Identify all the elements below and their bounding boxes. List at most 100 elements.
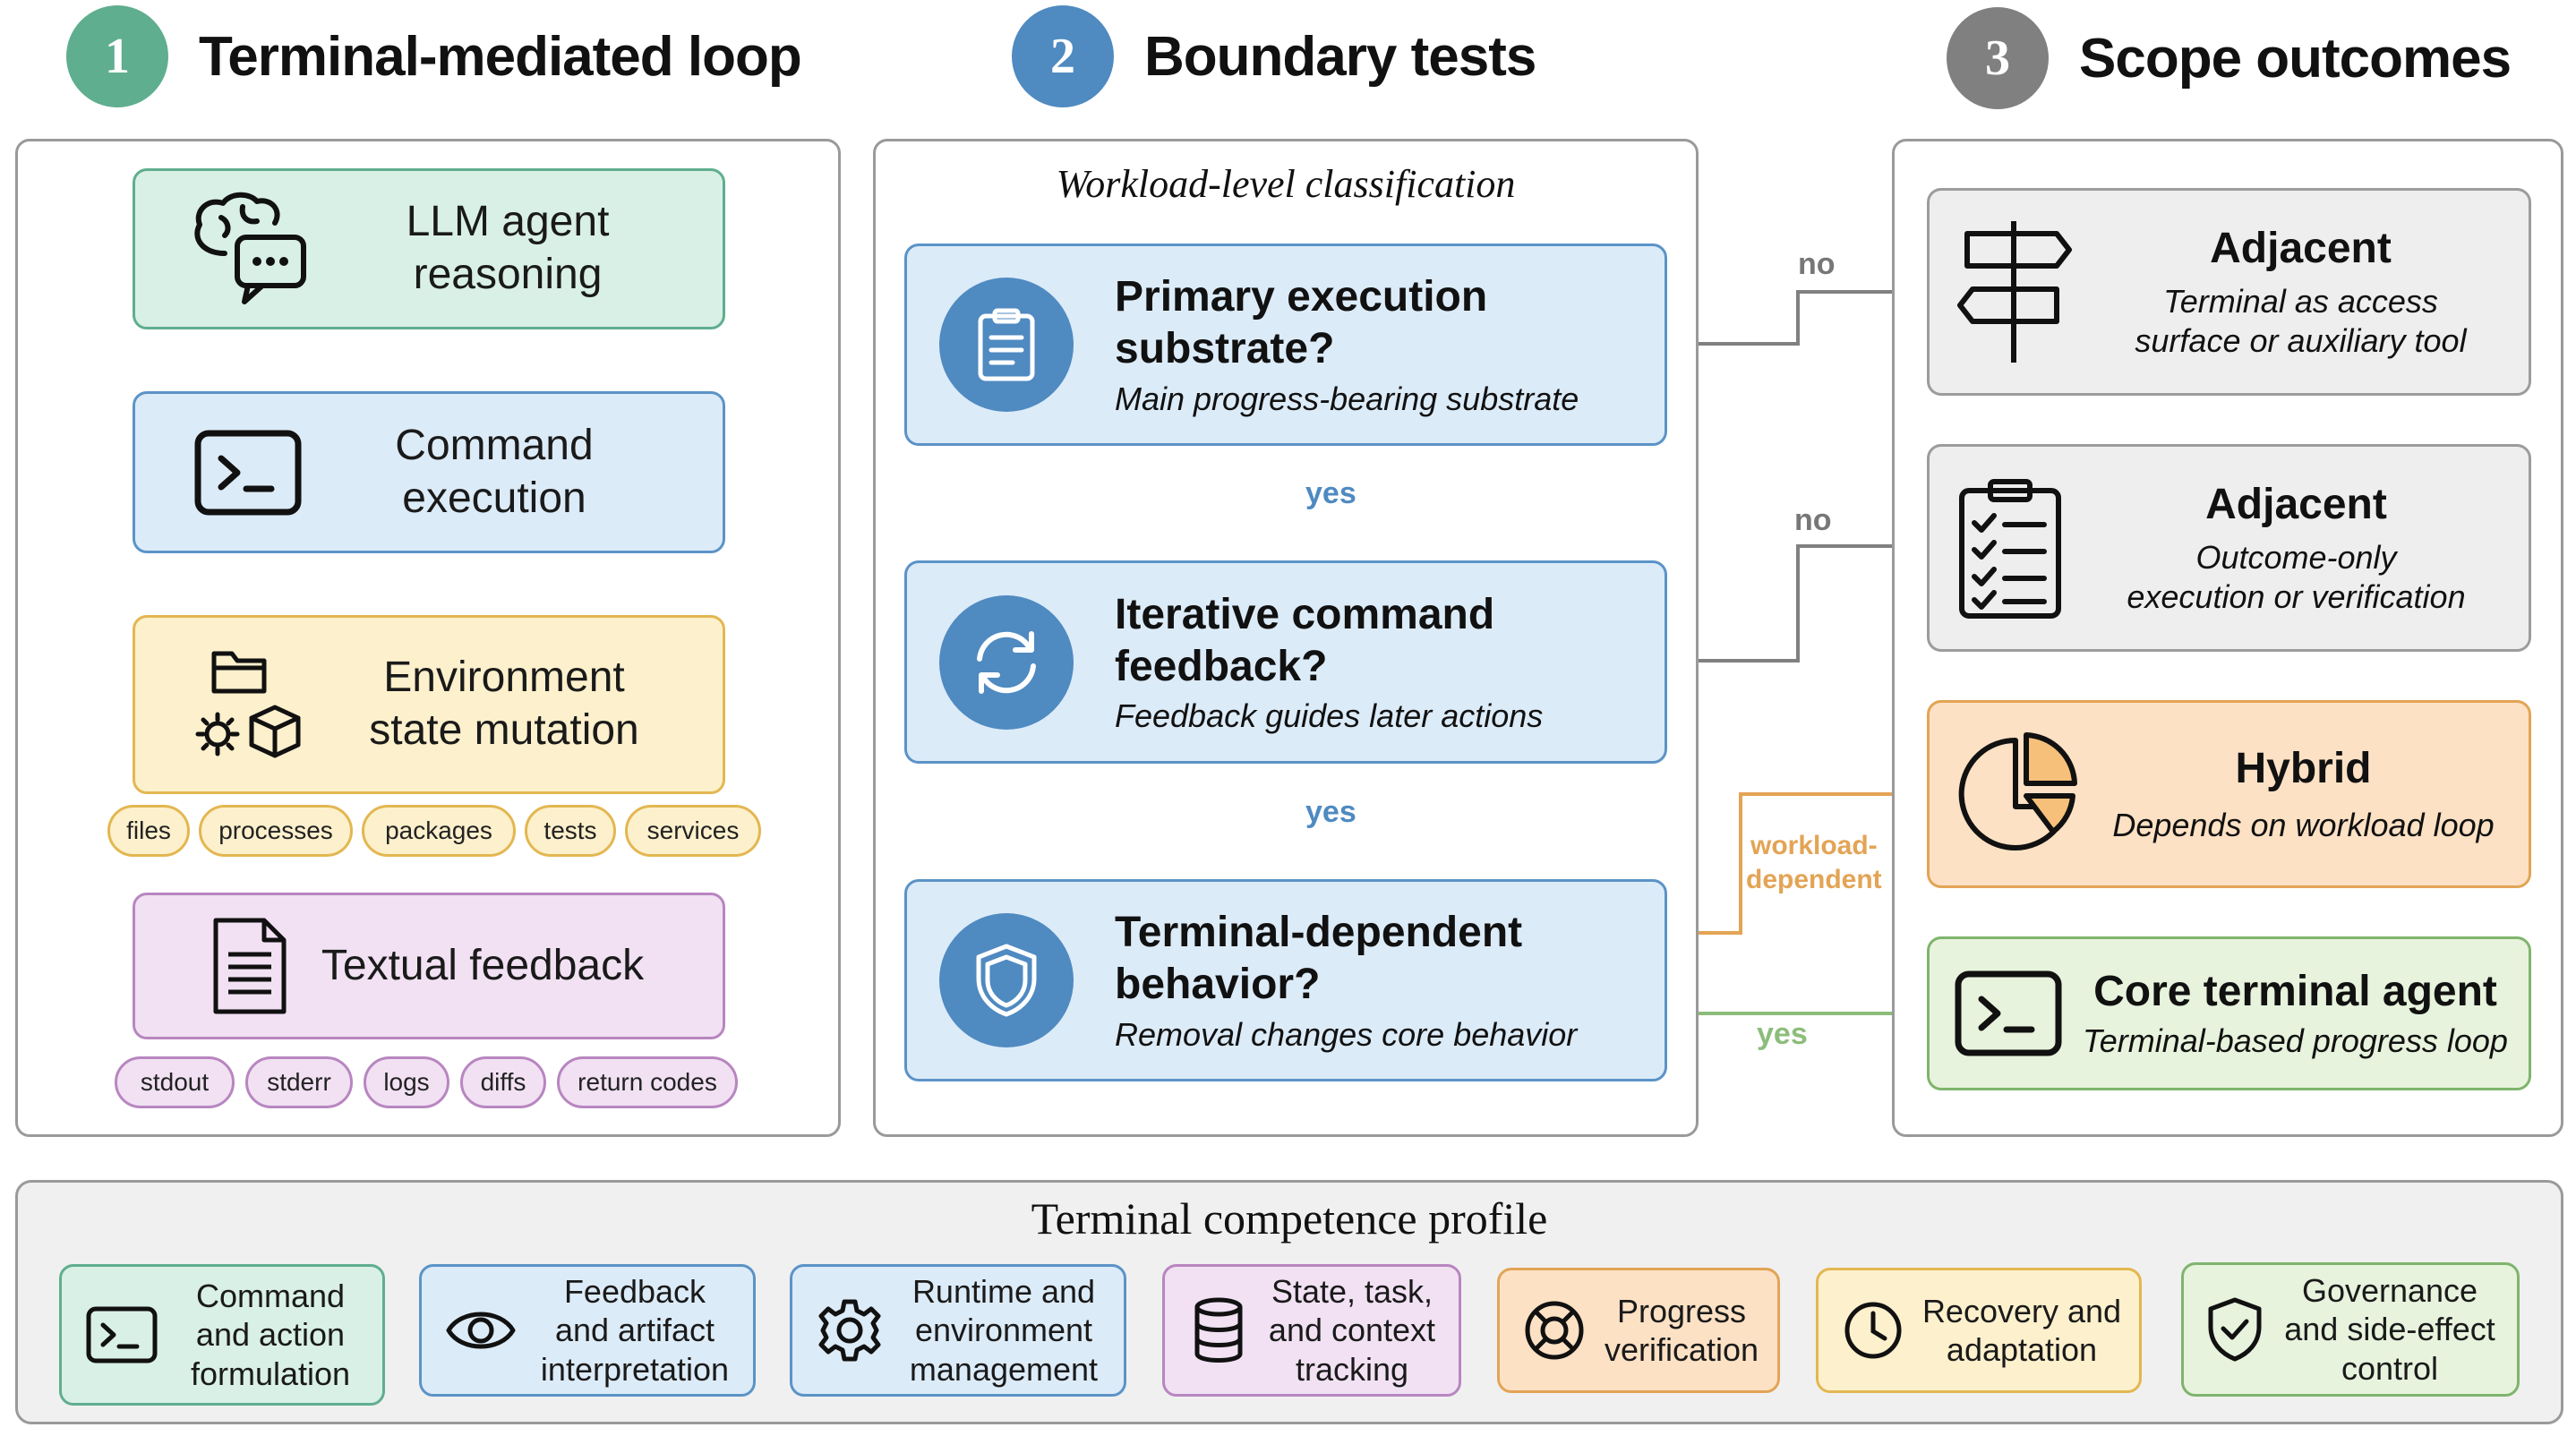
competence-command-action: Command and action formulation	[59, 1264, 385, 1406]
section-number-badge: 3	[1947, 7, 2049, 109]
eye-icon	[445, 1304, 517, 1357]
test-title-line1: Terminal-dependent	[1115, 909, 1523, 957]
section-2-heading: 2 Boundary tests	[1012, 5, 1536, 107]
refresh-icon	[939, 594, 1074, 730]
competence-state-task-context: State, task, and context tracking	[1162, 1264, 1461, 1397]
outcome-sub-line1: Terminal-based progress loop	[2083, 1021, 2508, 1059]
command-execution-box: Command execution	[133, 391, 725, 553]
feedback-chip-stderr: stderr	[245, 1056, 353, 1108]
clock-icon	[1842, 1299, 1904, 1362]
shield-icon	[939, 913, 1074, 1047]
command-line2: execution	[402, 474, 586, 522]
outcome-adjacent-outcome-only: Adjacent Outcome-only execution or verif…	[1927, 444, 2531, 652]
feedback-chip-return-codes: return codes	[557, 1056, 738, 1108]
llm-agent-line2: reasoning	[413, 251, 603, 298]
env-chip-packages: packages	[362, 805, 516, 857]
environment-line1: Environment	[383, 654, 625, 702]
competence-feedback-artifact: Feedback and artifact interpretation	[419, 1264, 756, 1397]
section-1-heading: 1 Terminal-mediated loop	[66, 5, 802, 107]
competence-line: tracking	[1295, 1350, 1409, 1388]
outcome-core-terminal-agent: Core terminal agent Terminal-based progr…	[1927, 936, 2531, 1090]
signpost-icon	[1956, 216, 2073, 368]
competence-line: environment	[914, 1312, 1093, 1349]
competence-line: and action	[195, 1316, 346, 1354]
folder-gear-box-icon	[187, 646, 304, 763]
competence-line: adaptation	[1946, 1331, 2098, 1368]
llm-agent-line1: LLM agent	[406, 198, 610, 246]
test-title-line2: substrate?	[1115, 325, 1335, 372]
outcome-title: Core terminal agent	[2093, 967, 2497, 1015]
competence-line: and context	[1268, 1312, 1436, 1349]
outcome-sub-line1: Terminal as access	[2163, 282, 2438, 320]
brain-chat-icon	[185, 191, 311, 307]
edge-label-workload-dependent: workload- dependent	[1746, 829, 1882, 896]
test-title-line1: Iterative command	[1115, 590, 1495, 638]
test-title-line1: Primary execution	[1115, 273, 1488, 321]
outcome-title: Adjacent	[2205, 480, 2387, 528]
feedback-chip-diffs: diffs	[460, 1056, 546, 1108]
competence-line: Command	[195, 1278, 346, 1315]
competence-line: interpretation	[540, 1350, 730, 1388]
test-title-line2: feedback?	[1115, 642, 1328, 690]
competence-line: State, task,	[1271, 1273, 1433, 1311]
section-number-badge: 1	[66, 5, 168, 107]
competence-recovery-adaptation: Recovery and adaptation	[1816, 1268, 2142, 1393]
outcome-adjacent-access: Adjacent Terminal as access surface or a…	[1927, 188, 2531, 396]
lifebuoy-icon	[1523, 1299, 1586, 1362]
competence-line: and artifact	[554, 1312, 715, 1349]
env-chip-services: services	[625, 805, 761, 857]
test-iterative-feedback: Iterative command feedback? Feedback gui…	[904, 560, 1667, 764]
competence-line: formulation	[190, 1355, 351, 1392]
section-number-badge: 2	[1012, 5, 1114, 107]
edge-label-no-2: no	[1794, 503, 1832, 537]
edge-label-workload-line1: workload-	[1750, 831, 1878, 860]
section-title: Terminal-mediated loop	[199, 25, 802, 88]
competence-title: Terminal competence profile	[1031, 1193, 1548, 1244]
env-chip-processes: processes	[199, 805, 353, 857]
competence-line: and side-effect	[2284, 1311, 2495, 1348]
test-subtitle: Main progress-bearing substrate	[1115, 380, 1579, 417]
competence-line: control	[2341, 1349, 2439, 1387]
command-line1: Command	[395, 421, 594, 469]
test-subtitle: Removal changes core behavior	[1115, 1015, 1578, 1053]
terminal-icon	[1955, 970, 2062, 1056]
textual-feedback-label: Textual feedback	[321, 941, 645, 989]
competence-line: Feedback	[563, 1273, 706, 1311]
env-chip-tests: tests	[525, 805, 616, 857]
database-icon	[1192, 1296, 1245, 1364]
test-subtitle: Feedback guides later actions	[1115, 697, 1544, 735]
outcome-sub-line1: Depends on workload loop	[2112, 806, 2495, 843]
checklist-icon	[1956, 476, 2064, 620]
llm-agent-box: LLM agent reasoning	[133, 168, 725, 329]
yes-label-1: yes	[1305, 476, 1356, 510]
competence-line: Governance	[2301, 1272, 2478, 1310]
feedback-chip-logs: logs	[364, 1056, 449, 1108]
competence-line: Recovery and	[1921, 1292, 2122, 1329]
outcome-sub-line2: surface or auxiliary tool	[2135, 321, 2467, 359]
edge-label-workload-line2: dependent	[1746, 864, 1882, 894]
shield-check-icon	[2207, 1296, 2263, 1363]
environment-state-box: Environment state mutation	[133, 615, 725, 794]
outcome-hybrid: Hybrid Depends on workload loop	[1927, 700, 2531, 888]
pie-chart-icon	[1953, 731, 2078, 857]
competence-runtime-environment: Runtime and environment management	[790, 1264, 1126, 1397]
terminal-icon	[194, 430, 302, 516]
env-chip-files: files	[107, 805, 190, 857]
competence-line: management	[909, 1350, 1099, 1388]
outcome-sub-line2: execution or verification	[2127, 577, 2466, 615]
competence-line: Progress	[1616, 1292, 1747, 1329]
edge-label-yes: yes	[1757, 1017, 1808, 1051]
competence-governance: Governance and side-effect control	[2181, 1262, 2520, 1397]
gear-icon	[816, 1296, 884, 1364]
competence-line: verification	[1604, 1331, 1759, 1368]
section-title: Boundary tests	[1144, 25, 1536, 88]
test-primary-execution: Primary execution substrate? Main progre…	[904, 244, 1667, 446]
competence-progress-verification: Progress verification	[1497, 1268, 1780, 1393]
test-terminal-dependent: Terminal-dependent behavior? Removal cha…	[904, 879, 1667, 1081]
test-title-line2: behavior?	[1115, 961, 1321, 1008]
edge-label-no-1: no	[1798, 247, 1836, 281]
tests-heading: Workload-level classification	[1056, 162, 1516, 206]
environment-line2: state mutation	[369, 706, 639, 754]
textual-feedback-box: Textual feedback	[133, 893, 725, 1039]
section-3-heading: 3 Scope outcomes	[1947, 7, 2512, 109]
